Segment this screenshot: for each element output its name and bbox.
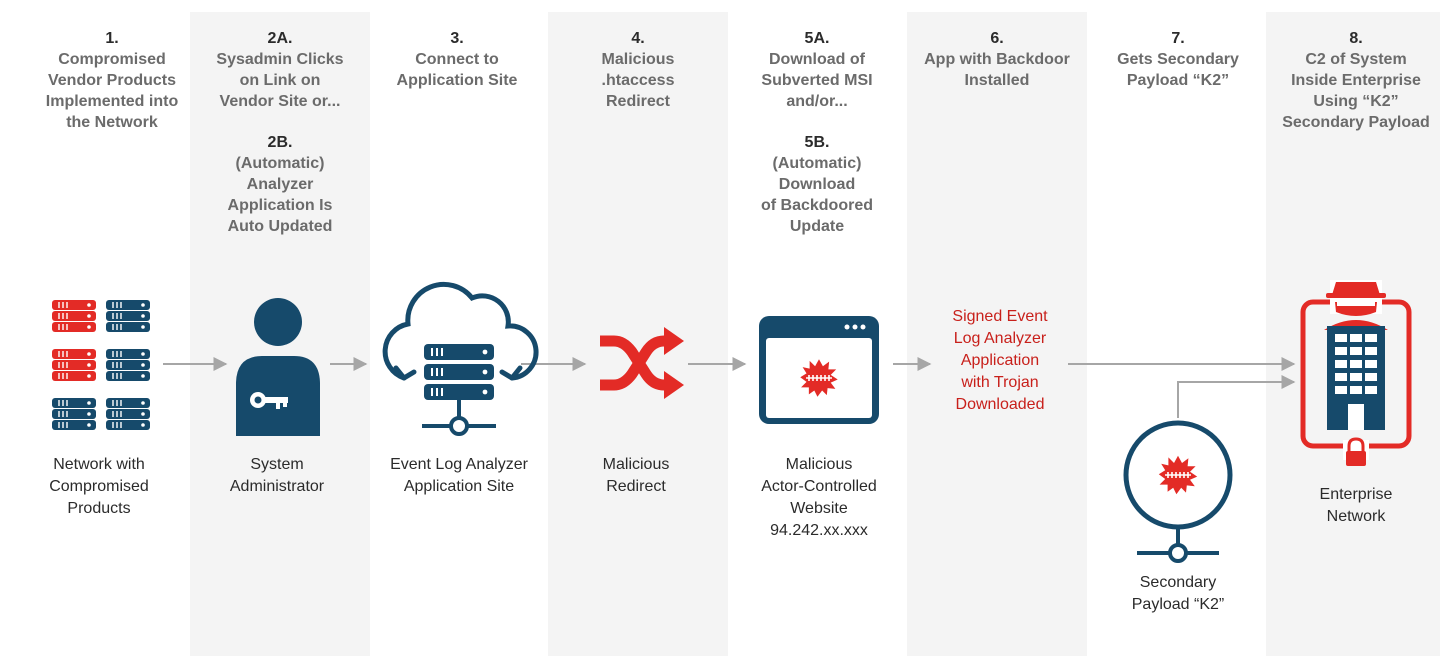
arrow-7-8 [1177,375,1296,418]
step-block: 3. Connect to Application Site [367,28,547,91]
step-number: 2A. [267,30,293,47]
stage-5-heading: 5A. Download of Subverted MSI and/or... 5B. (… [727,28,907,237]
step-text-line: Compromised [58,51,166,68]
stage-3-heading: 3. Connect to Application Site [367,28,547,91]
step-text-line: Auto Updated [227,218,333,235]
step-text-line: Subverted MSI [761,72,873,89]
step-text-line: Application Site [396,72,518,89]
step-text-line: Download of [769,51,865,68]
step-text-line: Application Is [227,197,333,214]
step-number: 2B. [267,134,293,151]
step-number: 1. [105,30,119,47]
band-stage-6 [907,12,1087,656]
step-block: 2A. Sysadmin Clicks on Link on Vendor Site … [190,28,370,112]
step-text-line: the Network [66,114,158,131]
trojan-download-note: Signed Event Log Analyzer Application wi… [952,308,1048,413]
step-text-line: Connect to [415,51,499,68]
stage-2-heading: 2A. Sysadmin Clicks on Link on Vendor Site … [190,28,370,237]
lock-icon [1343,437,1369,466]
step-text-line: C2 of System [1305,51,1407,68]
step-number: 5A. [804,30,830,47]
shuffle-icon [600,335,668,391]
building-icon [1327,326,1385,430]
step-text-line: of Backdoored [760,197,873,214]
band-stage-4 [548,12,728,656]
step-number: 4. [631,30,645,47]
step-text-line: Redirect [605,93,671,110]
step-text-line: Inside Enterprise [1291,72,1421,89]
step-text-line: Analyzer [246,176,314,193]
step-text-line: Payload “K2” [1126,72,1230,89]
cloud-server-icon [382,281,539,436]
step-text-line: Implemented into [45,93,179,110]
flow-arrows [163,357,1296,418]
step-number: 3. [450,30,464,47]
step-text-line: and/or... [786,93,848,110]
step-text-line: Secondary Payload [1282,114,1430,131]
step-text-line: Update [789,218,845,235]
step-number: 6. [990,30,1004,47]
step-text-line: (Automatic) [235,155,325,172]
malware-node-icon [1123,420,1233,563]
step-number: 5B. [804,134,830,151]
step-text-line: (Automatic) [772,155,862,172]
server-rack-icon [52,300,150,430]
step-text-line: on Link on [239,72,321,89]
step-text-line: Installed [964,72,1030,89]
step-text-line: Sysadmin Clicks [216,51,344,68]
step-text-line: Vendor Products [47,72,177,89]
spy-icon [1324,280,1388,330]
user-key-icon [236,298,320,436]
step-number: 8. [1349,30,1363,47]
step-text-line: Download [778,176,856,193]
step-block: 5A. Download of Subverted MSI and/or... [727,28,907,112]
step-text-line: App with Backdoor [924,51,1070,68]
enterprise-network [1300,280,1412,466]
step-text-line: Vendor Site or... [219,93,341,110]
step-text-line: Gets Secondary [1117,51,1239,68]
step-text-line: Using “K2” [1313,93,1399,110]
browser-malware-icon [759,316,879,424]
step-number: 7. [1171,30,1185,47]
step-text-line: .htaccess [601,72,675,89]
step-text-line: Malicious [601,51,675,68]
